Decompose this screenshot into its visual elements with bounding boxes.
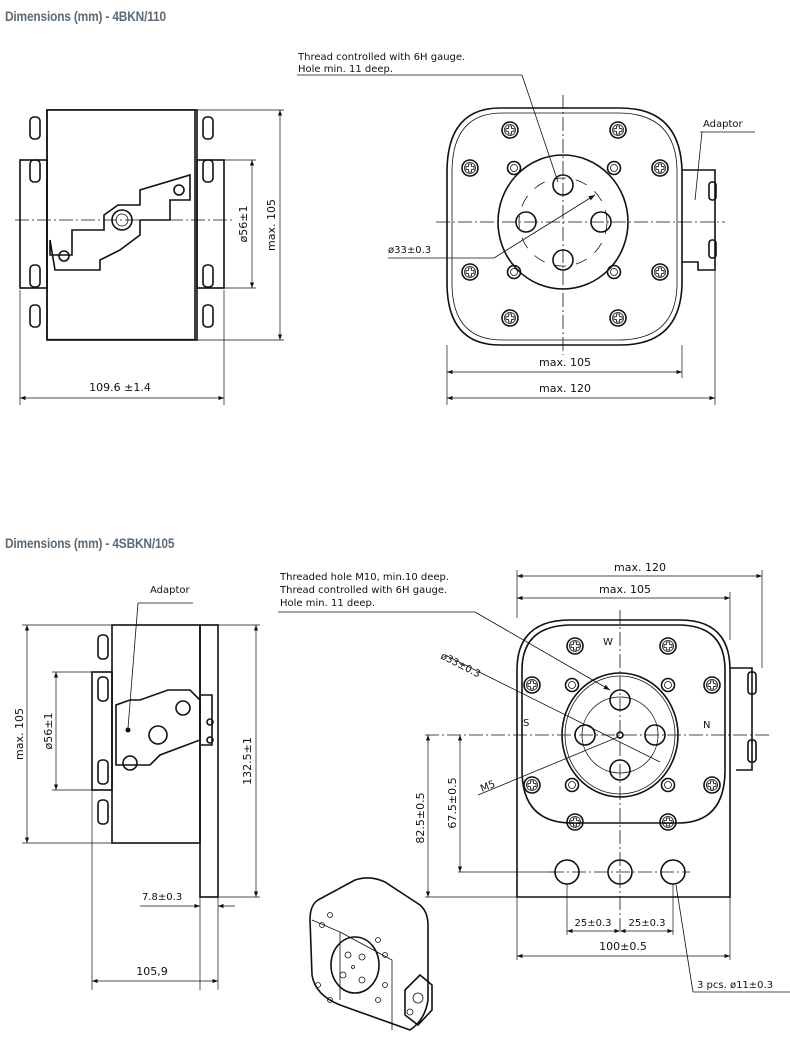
dim-width-side: 109.6 ±1.4 xyxy=(89,381,151,394)
direction-n: N xyxy=(703,720,710,731)
direction-s: S xyxy=(523,718,529,729)
dim-height-825: 82.5±0.5 xyxy=(414,792,427,843)
dim-height-side-2: 132.5±1 xyxy=(241,737,254,785)
direction-w: W xyxy=(603,637,613,648)
dim-dia56-2: ø56±1 xyxy=(42,713,55,750)
callout-thread-line1: Thread controlled with 6H gauge. xyxy=(297,52,465,63)
dim-base-width: 100±0.5 xyxy=(599,940,647,953)
dim-dia33: ø33±0.3 xyxy=(388,245,431,256)
dim-dia56: ø56±1 xyxy=(237,206,250,243)
callout-m10-line1: Threaded hole M10, min.10 deep. xyxy=(279,572,449,583)
side-view-4bkn110: ø56±1 max. 105 109.6 ±1.4 xyxy=(15,109,284,405)
section-title-4sbkn105: Dimensions (mm) - 4SBKN/105 xyxy=(5,535,175,551)
front-view-4bkn110: Thread controlled with 6H gauge. Hole mi… xyxy=(297,52,755,405)
dim-max105-side-2: max. 105 xyxy=(13,708,26,760)
dim-max120-front: max. 120 xyxy=(539,382,591,395)
dim-max105-front-2: max. 105 xyxy=(599,583,651,596)
holes-callout: 3 pcs. ø11±0.3 xyxy=(697,980,773,991)
label-m5: M5 xyxy=(479,779,497,795)
callout-thread-line2: Hole min. 11 deep. xyxy=(298,64,393,75)
dim-height-675: 67.5±0.5 xyxy=(446,777,459,828)
front-view-4sbkn105: W S N Threaded hole M10, min.10 deep. Th… xyxy=(278,561,790,993)
dim-plate-thickness: 7.8±0.3 xyxy=(142,892,182,903)
side-view-4sbkn105: Adaptor max. 105 ø56±1 132.5±1 7.8±0.3 1… xyxy=(13,585,260,990)
adaptor-label: Adaptor xyxy=(703,119,744,130)
callout-m10-line2: Thread controlled with 6H gauge. xyxy=(279,585,447,596)
dim-spacing-right: 25±0.3 xyxy=(628,918,665,929)
isometric-view xyxy=(309,877,433,1031)
dim-spacing-left: 25±0.3 xyxy=(574,918,611,929)
dim-max105-front: max. 105 xyxy=(539,356,591,369)
dim-max105-side: max. 105 xyxy=(265,199,278,251)
dim-depth-side: 105,9 xyxy=(136,965,168,978)
dim-dia33-2: ø33±0.3 xyxy=(439,651,482,680)
dim-max120-front-2: max. 120 xyxy=(614,561,666,574)
callout-m10-line3: Hole min. 11 deep. xyxy=(280,598,375,609)
adaptor-label-2: Adaptor xyxy=(150,585,191,596)
section-title-4bkn110: Dimensions (mm) - 4BKN/110 xyxy=(5,8,166,24)
